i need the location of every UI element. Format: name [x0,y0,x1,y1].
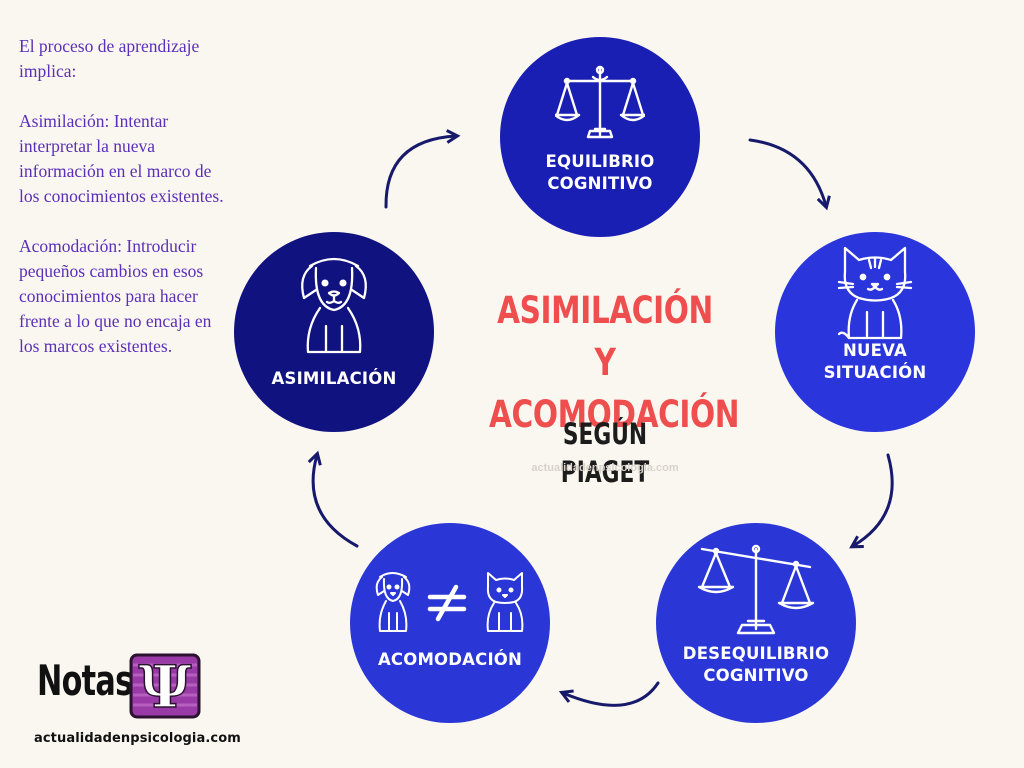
subtitle: SEGÚN PIAGET [560,417,650,489]
main-title: ASIMILACIÓN Y ACOMODACIÓN [489,285,740,441]
cat-icon [837,246,913,340]
dog-not-equal-cat-icon [375,572,524,632]
logo-wordmark: Notas [37,656,133,705]
side-acomodacion: Acomodación: Introducir pequeños cambios… [19,236,212,356]
label-line-1: EQUILIBRIO [545,152,655,171]
label-line-2: COGNITIVO [547,174,653,193]
node-equilibrio-cognitivo: EQUILIBRIO COGNITIVO [500,37,700,237]
node-label: DESEQUILIBRIO COGNITIVO [683,643,829,687]
psi-logo-icon: Ψ [129,652,201,721]
node-asimilacion: ASIMILACIÓN [234,232,434,432]
title-line-1: ASIMILACIÓN Y [497,289,713,384]
side-intro: El proceso de aprendizaje implica: [19,36,200,81]
node-label: ACOMODACIÓN [377,650,523,669]
arrow-nueva-to-desequilibrio [849,453,894,549]
node-acomodacion: ACOMODACIÓN [350,523,550,723]
small-cat-icon [486,572,524,632]
psi-symbol: Ψ [139,653,192,721]
logo-url: actualidadenpsicologia.com [34,731,241,746]
tilted-scale-icon [697,544,815,635]
arrow-desequilibrio-to-acomodacion [558,681,660,707]
watermark-url: actualidadenpsicologia.com [531,462,679,474]
node-label: NUEVA SITUACIÓN [824,340,927,384]
label-line-2: COGNITIVO [703,666,809,685]
node-label: EQUILIBRIO COGNITIVO [546,151,655,195]
node-label: ASIMILACIÓN [271,369,397,388]
label-line-1: NUEVA [843,341,907,360]
arrow-acomodacion-to-asimilacion [307,450,359,548]
node-nueva-situacion: NUEVA SITUACIÓN [775,232,975,432]
label-line-2: SITUACIÓN [823,363,927,382]
node-desequilibrio-cognitivo: DESEQUILIBRIO COGNITIVO [656,523,856,723]
arrow-asimilacion-to-equilibrio [384,129,461,209]
not-equal-icon [427,584,467,622]
small-dog-icon [375,572,411,632]
side-asimilacion: Asimilación: Intentar interpretar la nue… [19,111,224,206]
label-line-1: DESEQUILIBRIO [682,644,830,663]
balanced-scale-icon [555,65,645,139]
dog-icon [301,257,367,354]
arrow-equilibrio-to-nueva [748,138,831,211]
side-explanation: El proceso de aprendizaje implica: Asimi… [19,34,234,384]
title-line-2: ACOMODACIÓN [489,393,740,436]
